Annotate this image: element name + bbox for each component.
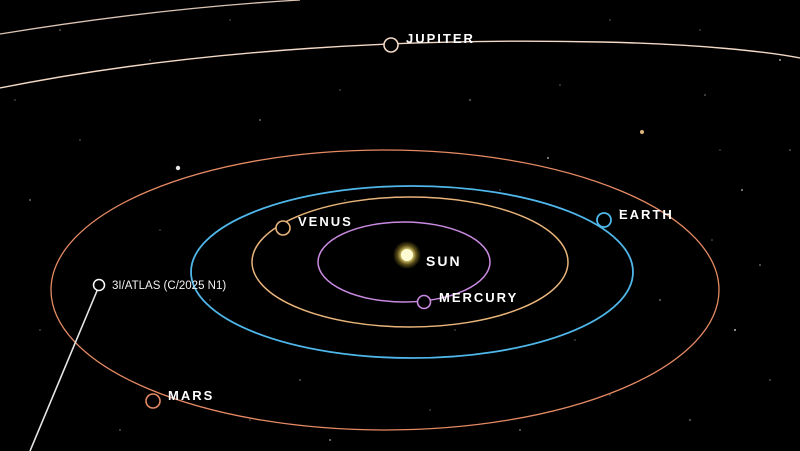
mars-orbit — [50, 149, 720, 431]
comet-label: 3I/ATLAS (C/2025 N1) — [112, 280, 226, 292]
sun-label: SUN — [426, 253, 462, 269]
outer-orbit-arc — [0, 0, 301, 35]
venus-marker-icon[interactable] — [275, 220, 291, 236]
venus-label: VENUS — [298, 214, 353, 229]
sun-icon — [393, 241, 421, 269]
earth-orbit — [190, 185, 634, 359]
comet-trail — [29, 285, 100, 451]
mercury-orbit — [317, 221, 491, 303]
earth-label: EARTH — [619, 207, 674, 222]
mars-label: MARS — [168, 388, 214, 403]
venus-orbit — [251, 196, 569, 328]
earth-marker-icon[interactable] — [596, 212, 612, 228]
star-field — [14, 19, 791, 441]
mars-marker-icon[interactable] — [145, 393, 161, 409]
jupiter-marker-icon[interactable] — [383, 37, 399, 53]
jupiter-orbit — [0, 40, 800, 89]
mercury-label: MERCURY — [439, 290, 518, 305]
mercury-marker-icon[interactable] — [416, 294, 432, 310]
comet-marker-icon[interactable] — [92, 278, 106, 292]
jupiter-label: JUPITER — [406, 31, 475, 46]
